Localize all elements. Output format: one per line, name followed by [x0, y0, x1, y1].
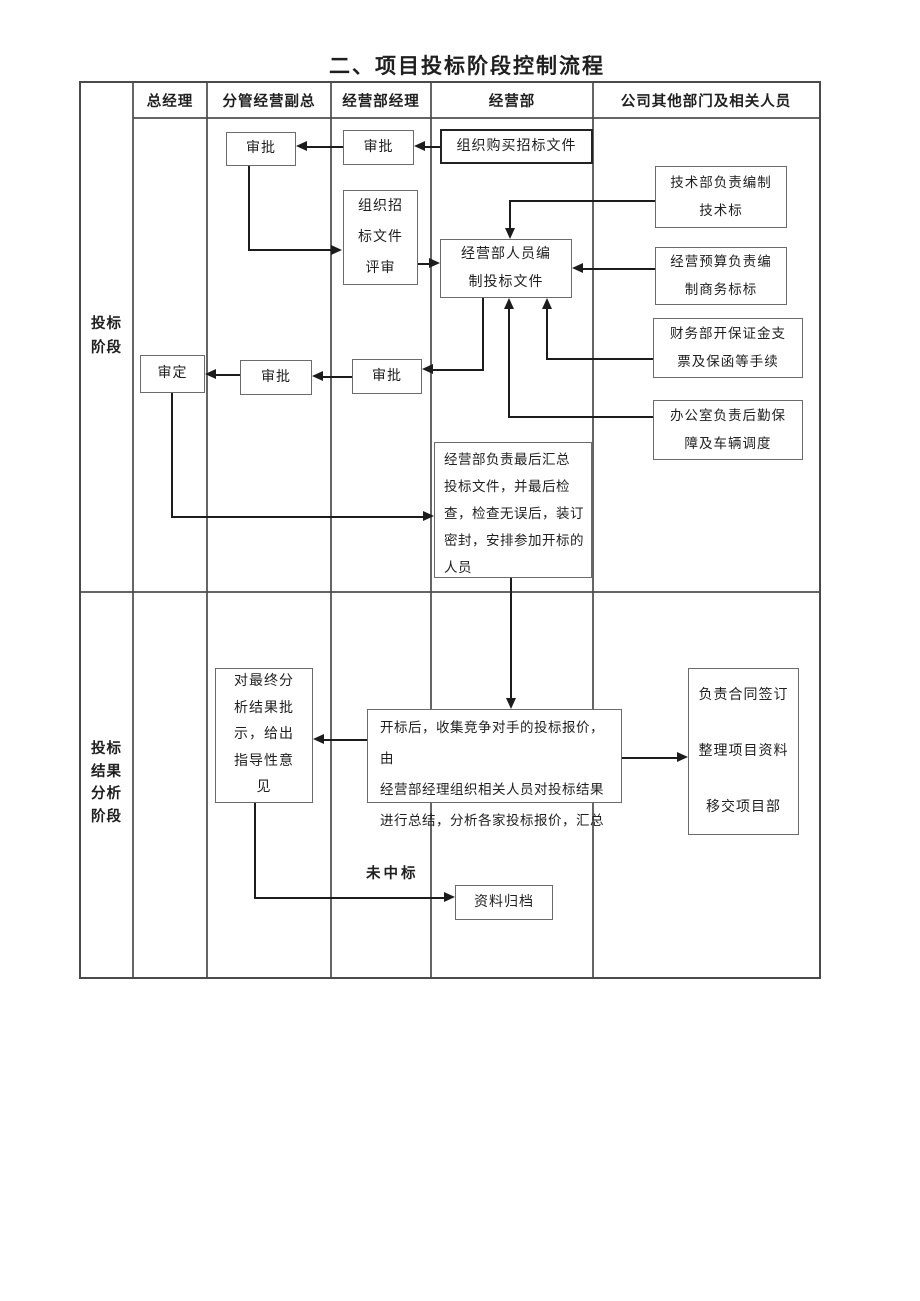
- connector-vp-to-review-horizontal: [248, 249, 334, 251]
- grid-line-header-bottom: [133, 117, 819, 119]
- stage-label-bidding: 投标 阶段: [91, 316, 122, 356]
- connector-review-to-summary-vertical: [171, 393, 173, 518]
- arrowhead-left-icon: [296, 141, 307, 151]
- node-approve-vp-1: 审批: [226, 132, 296, 166]
- connector-summary-to-analysis-line: [510, 578, 512, 700]
- arrowhead-down-icon: [505, 228, 515, 239]
- node-purchase-bid-docs: 组织购买招标文件: [440, 129, 593, 164]
- arrowhead-right-icon: [429, 258, 440, 268]
- connector-mgr-to-vp-line: [300, 146, 343, 148]
- node-final-summary: 经营部负责最后汇总 投标文件，并最后检 查，检查无误后，装订 密封，安排参加开标…: [434, 442, 592, 578]
- column-header-ops-dept: 经营部: [488, 93, 536, 110]
- connector-office-horizontal: [508, 416, 653, 418]
- connector-finance-horizontal: [546, 358, 653, 360]
- grid-line-col-4: [430, 82, 432, 977]
- label-not-winning: 未中标: [366, 866, 419, 882]
- column-header-ops-manager: 经营部经理: [342, 93, 420, 110]
- connector-prepare-to-mgr2-horizontal: [426, 369, 484, 371]
- node-budget-dept: 经营预算负责编 制商务标标: [655, 247, 787, 305]
- node-archive: 资料归档: [455, 885, 553, 920]
- connector-tech-horizontal: [509, 200, 655, 202]
- connector-feedback-to-archive-vertical: [254, 803, 256, 899]
- node-approve-mgr-2: 审批: [352, 359, 422, 394]
- arrowhead-up-icon: [542, 298, 552, 309]
- arrowhead-left-icon: [422, 364, 433, 374]
- arrowhead-down-icon: [506, 698, 516, 709]
- node-bid-doc-review: 组织招 标文件 评审: [343, 190, 418, 285]
- arrowhead-right-icon: [331, 245, 342, 255]
- node-leader-feedback: 对最终分 析结果批 示，给出 指导性意 见: [215, 668, 313, 803]
- arrowhead-right-icon: [444, 892, 455, 902]
- node-finance-dept: 财务部开保证金支 票及保函等手续: [653, 318, 803, 378]
- connector-mgr2-to-vp2-line: [316, 376, 352, 378]
- arrowhead-right-icon: [423, 511, 434, 521]
- connector-tech-vertical: [509, 200, 511, 230]
- connector-analysis-to-contract-line: [622, 757, 678, 759]
- connector-feedback-to-archive-horizontal: [254, 897, 448, 899]
- connector-prepare-to-mgr2-vertical: [482, 298, 484, 371]
- connector-budget-line: [576, 268, 655, 270]
- connector-finance-vertical: [546, 307, 548, 360]
- grid-line-row-divider: [80, 591, 819, 593]
- grid-line-col-3: [330, 82, 332, 977]
- node-prepare-bid-docs: 经营部人员编 制投标文件: [440, 239, 572, 298]
- arrowhead-left-icon: [313, 734, 324, 744]
- arrowhead-right-icon: [677, 752, 688, 762]
- column-header-deputy-gm: 分管经营副总: [222, 93, 316, 110]
- arrowhead-left-icon: [572, 263, 583, 273]
- node-approve-mgr-1: 审批: [343, 130, 414, 165]
- node-tech-dept: 技术部负责编制 技术标: [655, 166, 787, 228]
- connector-vp2-to-review-line: [209, 374, 240, 376]
- arrowhead-left-icon: [205, 369, 216, 379]
- connector-vp-to-review-vertical: [248, 166, 250, 251]
- arrowhead-left-icon: [312, 371, 323, 381]
- connector-review-to-summary-horizontal: [171, 516, 427, 518]
- node-approve-vp-2: 审批: [240, 360, 312, 395]
- connector-office-vertical: [508, 307, 510, 418]
- node-final-review: 审定: [140, 355, 205, 393]
- node-contract-handover: 负责合同签订 整理项目资料 移交项目部: [688, 668, 799, 835]
- page-title: 二、项目投标阶段控制流程: [329, 54, 605, 78]
- grid-line-col-1: [132, 82, 134, 977]
- column-header-general-manager: 总经理: [146, 93, 194, 110]
- stage-label-result-analysis: 投标 结果 分析 阶段: [91, 741, 122, 825]
- connector-review-to-prepare-line: [418, 263, 436, 265]
- node-office-dept: 办公室负责后勤保 障及车辆调度: [653, 400, 803, 460]
- grid-line-col-5: [592, 82, 594, 977]
- arrowhead-left-icon: [414, 141, 425, 151]
- arrowhead-up-icon: [504, 298, 514, 309]
- connector-purchase-to-mgr-line: [418, 146, 440, 148]
- connector-analysis-to-feedback-line: [317, 739, 367, 741]
- flowchart-table-border: [79, 81, 821, 979]
- grid-line-col-2: [206, 82, 208, 977]
- node-bid-analysis: 开标后，收集竞争对手的投标报价，由 经营部经理组织相关人员对投标结果 进行总结，…: [367, 709, 622, 828]
- column-header-other-depts: 公司其他部门及相关人员: [620, 93, 792, 110]
